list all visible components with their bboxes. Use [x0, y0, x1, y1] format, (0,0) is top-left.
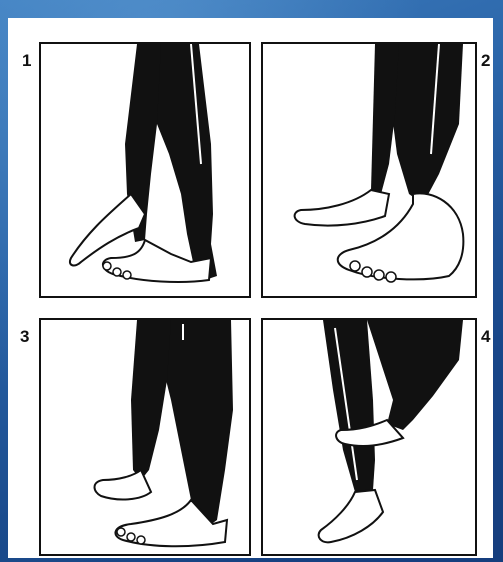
legs-illustration-1: [41, 44, 249, 296]
step-panel-1: [39, 42, 251, 298]
legs-illustration-4: [263, 320, 475, 554]
step-number-3: 3: [20, 328, 29, 345]
step-panel-2: [261, 42, 477, 298]
step-panel-4: [261, 318, 477, 556]
legs-illustration-3: [41, 320, 249, 554]
step-number-2: 2: [481, 52, 490, 69]
legs-illustration-2: [263, 44, 475, 296]
instruction-sheet: 1 2: [8, 18, 493, 558]
step-number-1: 1: [22, 52, 31, 69]
step-panel-3: [39, 318, 251, 556]
step-number-4: 4: [481, 328, 490, 345]
